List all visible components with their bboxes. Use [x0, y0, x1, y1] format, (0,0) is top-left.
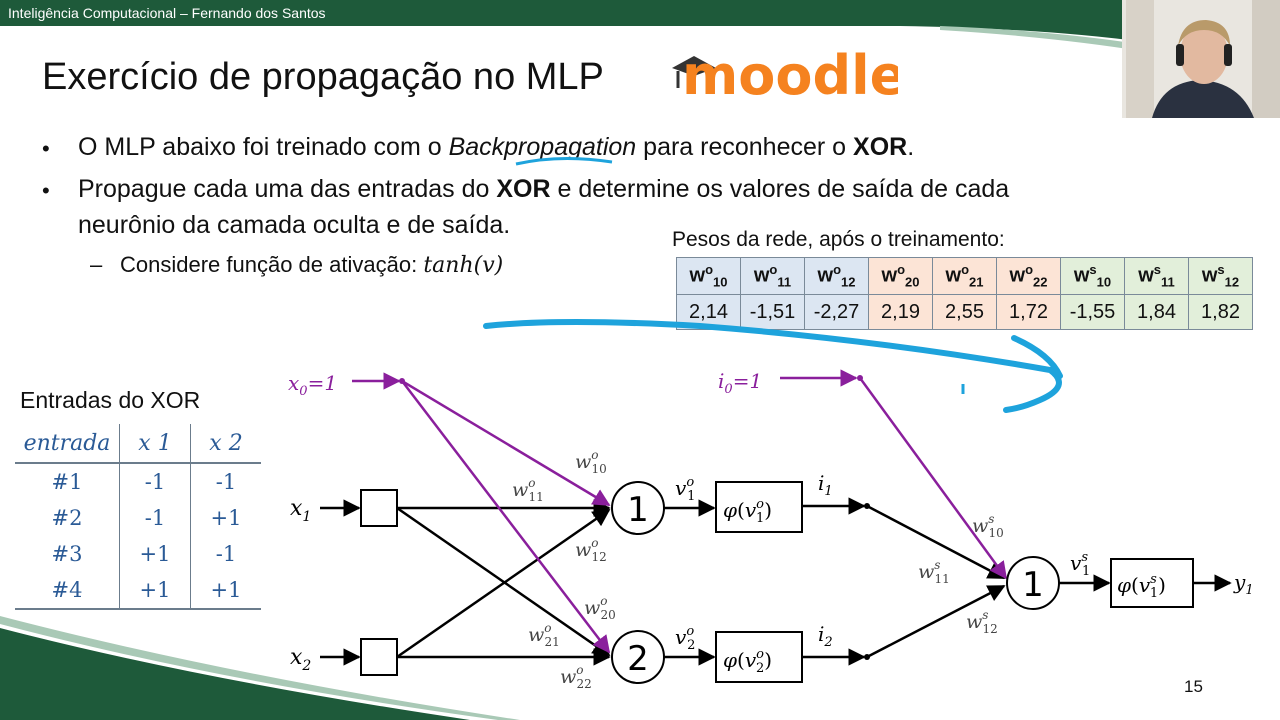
xor-cell: +1: [210, 506, 242, 530]
weight-value: 2,55: [932, 294, 997, 330]
edge-w20: [401, 380, 611, 654]
weights-table: wo10 wo11 wo12 wo20 wo21 wo22 ws10 ws11 …: [676, 257, 1253, 330]
weight-header: ws10: [1060, 257, 1125, 295]
weight-header: wo10: [676, 257, 741, 295]
x1-label: x1: [290, 496, 311, 525]
i2-label: i2: [818, 622, 833, 650]
weight-header: wo21: [932, 257, 997, 295]
moodle-logo: moodle: [672, 44, 898, 104]
xor-cell: #2: [15, 500, 120, 536]
xor-cell: #4: [15, 572, 120, 610]
xor-cell: #1: [15, 463, 120, 500]
slide-title: Exercício de propagação no MLP: [42, 56, 604, 98]
edge-w12: [396, 508, 611, 659]
activation-box-out: [1110, 558, 1194, 608]
weight-value: 1,72: [996, 294, 1061, 330]
bullet-2: Propague cada uma das entradas do XOR e …: [78, 175, 1010, 203]
webcam-video: [1122, 0, 1280, 118]
course-header: Inteligência Computacional – Fernando do…: [8, 5, 326, 21]
xor-cell: -1: [119, 500, 191, 536]
bullet-1: O MLP abaixo foi treinado com o Backprop…: [78, 133, 915, 161]
bullet-dot: •: [42, 136, 50, 161]
weight-value: -1,55: [1060, 294, 1125, 330]
xor-cell: -1: [119, 463, 191, 500]
y1-label: y1: [1233, 570, 1254, 598]
bottom-swoosh: [0, 616, 520, 720]
weight-value: -2,27: [804, 294, 869, 330]
edge-s12: [866, 584, 1006, 659]
xor-caption: Entradas do XOR: [20, 387, 201, 413]
table-row: #3 +1 -1: [15, 536, 261, 572]
i0-label: i0=1: [718, 369, 762, 397]
x2-label: x2: [290, 645, 311, 674]
xor-cell: #3: [15, 536, 120, 572]
svg-text:moodle: moodle: [682, 44, 898, 104]
input-box-1: [360, 489, 398, 527]
annotation-brace: [483, 319, 1063, 413]
annotation-underline: [515, 156, 613, 166]
x0-label: x0=1: [288, 371, 337, 399]
table-row: #1 -1 -1: [15, 463, 261, 500]
xor-table: entrada x 1 x 2 #1 -1 -1 #2 -1 +1 #3 +1 …: [15, 424, 261, 610]
weights-caption: Pesos da rede, após o treinamento:: [672, 228, 1005, 251]
weight-value: 2,19: [868, 294, 933, 330]
weight-header: wo11: [740, 257, 805, 295]
xor-cell: -1: [215, 470, 237, 494]
xor-column-header: x 2: [190, 424, 261, 464]
xor-column-header: entrada: [15, 424, 120, 464]
hidden-neuron-1-label: 1: [627, 490, 649, 530]
xor-cell: -1: [215, 542, 237, 566]
edge-s11: [866, 504, 1006, 580]
xor-cell: +1: [119, 572, 191, 610]
output-neuron-1-label: 1: [1022, 565, 1044, 605]
sub-bullet-dash: –: [90, 252, 103, 277]
i1-label: i1: [818, 471, 833, 499]
xor-cell: +1: [190, 572, 261, 610]
weight-header: wo20: [868, 257, 933, 295]
hidden-neuron-2-label: 2: [627, 639, 649, 679]
activation-box-1: [715, 481, 803, 533]
weight-value: -1,51: [740, 294, 805, 330]
edge-s10: [858, 377, 1008, 580]
weight-header: ws11: [1124, 257, 1189, 295]
page-number: 15: [1184, 677, 1203, 696]
table-row: #4 +1 +1: [15, 572, 261, 610]
weight-value: 1,82: [1188, 294, 1253, 330]
edge-w21: [396, 506, 611, 657]
input-box-2: [360, 638, 398, 676]
edge-w10: [401, 379, 611, 507]
weight-value: 1,84: [1124, 294, 1189, 330]
xor-column-header: x 1: [119, 424, 191, 464]
table-row: #2 -1 +1: [15, 500, 261, 536]
xor-cell: +1: [119, 536, 191, 572]
bullet-dot: •: [42, 178, 50, 203]
sub-bullet: Considere função de ativação: tanh(v): [120, 252, 504, 278]
weight-header: ws12: [1188, 257, 1253, 295]
bullet-2-line-2: neurônio da camada oculta e de saída.: [78, 211, 511, 239]
weight-header: wo12: [804, 257, 869, 295]
